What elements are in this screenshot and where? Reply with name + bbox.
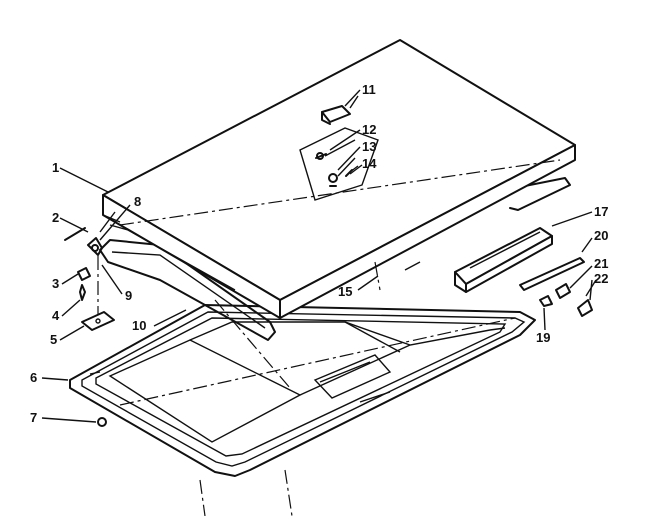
latch-part — [321, 95, 359, 125]
callout-20: 20 — [594, 228, 608, 243]
hardware-inset — [299, 127, 379, 201]
callout-7: 7 — [30, 410, 37, 425]
callout-21: 21 — [594, 256, 608, 271]
callout-22: 22 — [594, 271, 608, 286]
leader-lines — [41, 89, 593, 423]
hinge-bracket — [454, 227, 553, 293]
callout-11: 11 — [362, 82, 376, 97]
drop-line — [374, 261, 381, 291]
callout-8: 8 — [134, 194, 141, 209]
strip-part — [519, 257, 585, 291]
callout-2: 2 — [52, 210, 59, 225]
callout-5: 5 — [50, 332, 57, 347]
drop-line — [199, 479, 206, 516]
callout-3: 3 — [52, 276, 59, 291]
bottom-frame — [69, 299, 536, 477]
callout-13: 13 — [362, 139, 376, 154]
callout-9: 9 — [125, 288, 132, 303]
callout-4: 4 — [52, 308, 60, 323]
drop-line — [284, 469, 293, 516]
callout-12: 12 — [362, 122, 376, 137]
callout-17: 17 — [594, 204, 608, 219]
callout-15: 15 — [338, 284, 352, 299]
screw-part — [97, 417, 107, 427]
gasket — [99, 177, 571, 341]
callout-19: 19 — [536, 330, 550, 345]
callout-6: 6 — [30, 370, 37, 385]
callout-14: 14 — [362, 156, 377, 171]
hinge-assembly — [64, 211, 116, 320]
lid — [102, 39, 576, 319]
right-small-parts — [539, 279, 597, 317]
callout-1: 1 — [52, 160, 59, 175]
left-small-parts — [77, 267, 115, 331]
callout-10: 10 — [132, 318, 146, 333]
